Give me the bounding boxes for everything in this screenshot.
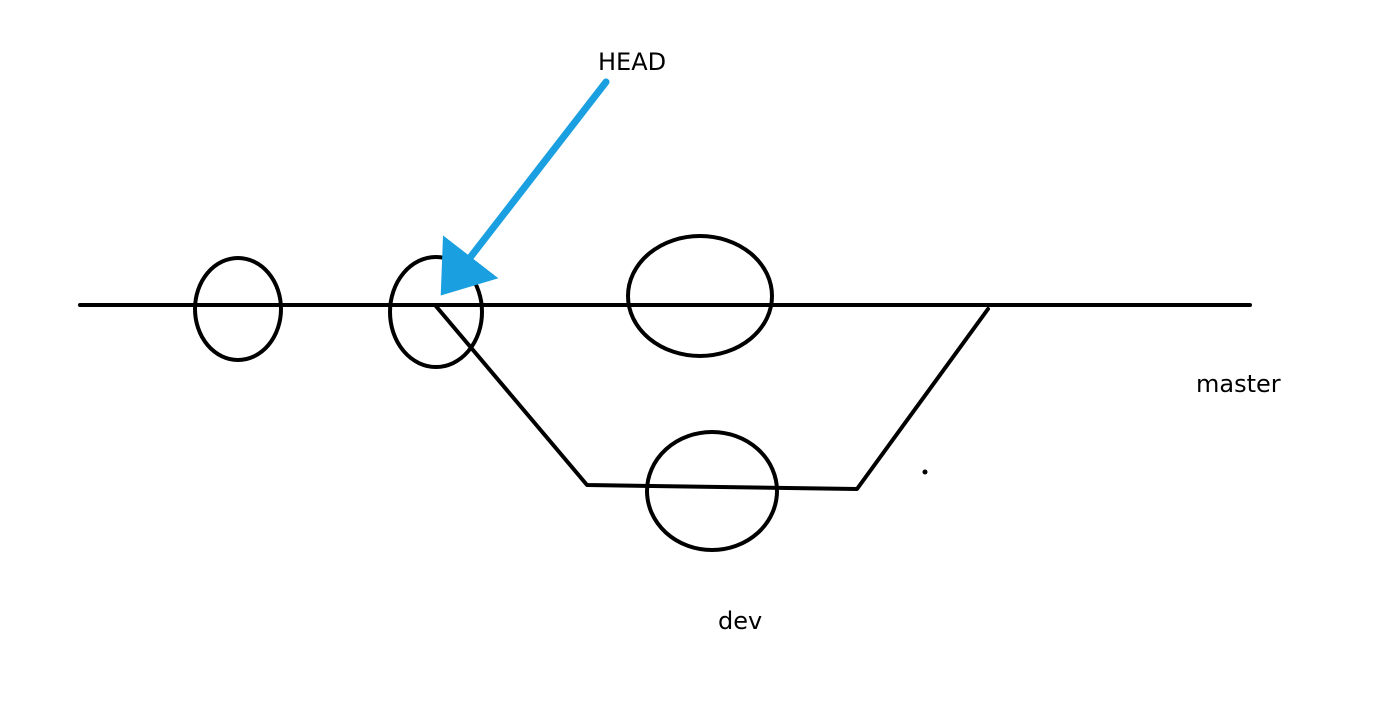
commit-node-dev [645,430,779,552]
commit-node-3 [626,234,774,358]
head-pointer-arrow [440,78,610,296]
head-label: HEAD [598,48,667,76]
commit-node-2 [388,255,484,369]
master-branch-label: master [1196,370,1281,398]
dev-branch-label: dev [718,607,763,635]
dev-branch-line [433,303,990,491]
commit-node-1 [193,256,283,362]
stray-dot [922,469,928,475]
